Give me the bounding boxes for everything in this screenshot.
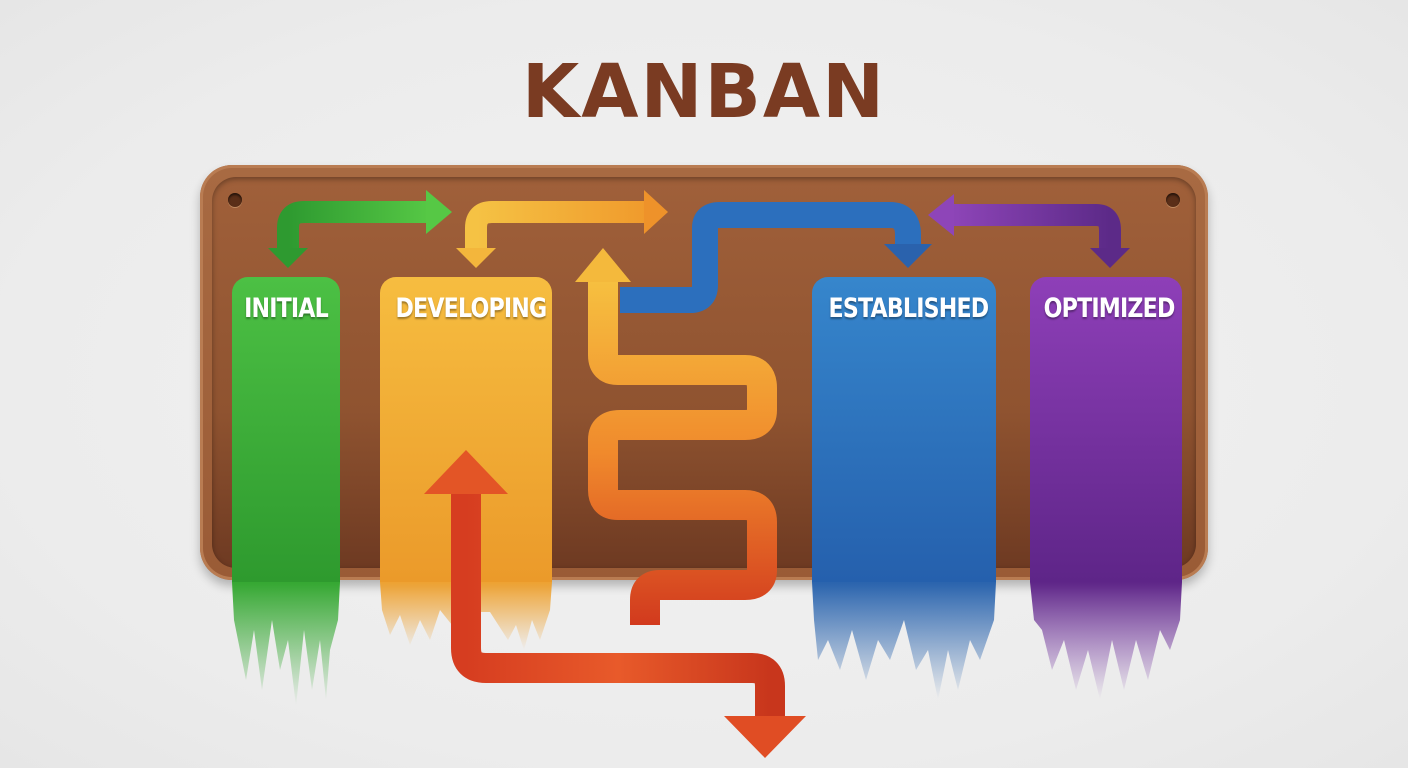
drip-developing	[380, 582, 552, 650]
winding-flow-arrow-lower	[424, 450, 806, 758]
drip-initial	[232, 582, 340, 706]
initial-developing-arrow	[268, 190, 452, 268]
optimized-established-arrow	[928, 194, 1130, 268]
page-title: KANBAN	[521, 49, 887, 135]
developing-forward-arrow	[456, 190, 668, 268]
column-label: OPTIMIZED	[1043, 293, 1176, 324]
column-label: INITIAL	[244, 293, 329, 324]
drip-established	[812, 582, 996, 700]
drip-optimized	[1030, 582, 1182, 700]
column-label: ESTABLISHED	[828, 293, 990, 324]
established-loop-arrow	[620, 202, 932, 313]
column-initial[interactable]: INITIAL	[232, 277, 340, 582]
column-label: DEVELOPING	[395, 293, 547, 324]
column-optimized[interactable]: OPTIMIZED	[1030, 277, 1182, 582]
winding-flow-arrow-upper	[575, 248, 777, 625]
screw-hole-right	[1166, 193, 1180, 207]
column-established[interactable]: ESTABLISHED	[812, 277, 996, 582]
screw-hole-left	[228, 193, 242, 207]
